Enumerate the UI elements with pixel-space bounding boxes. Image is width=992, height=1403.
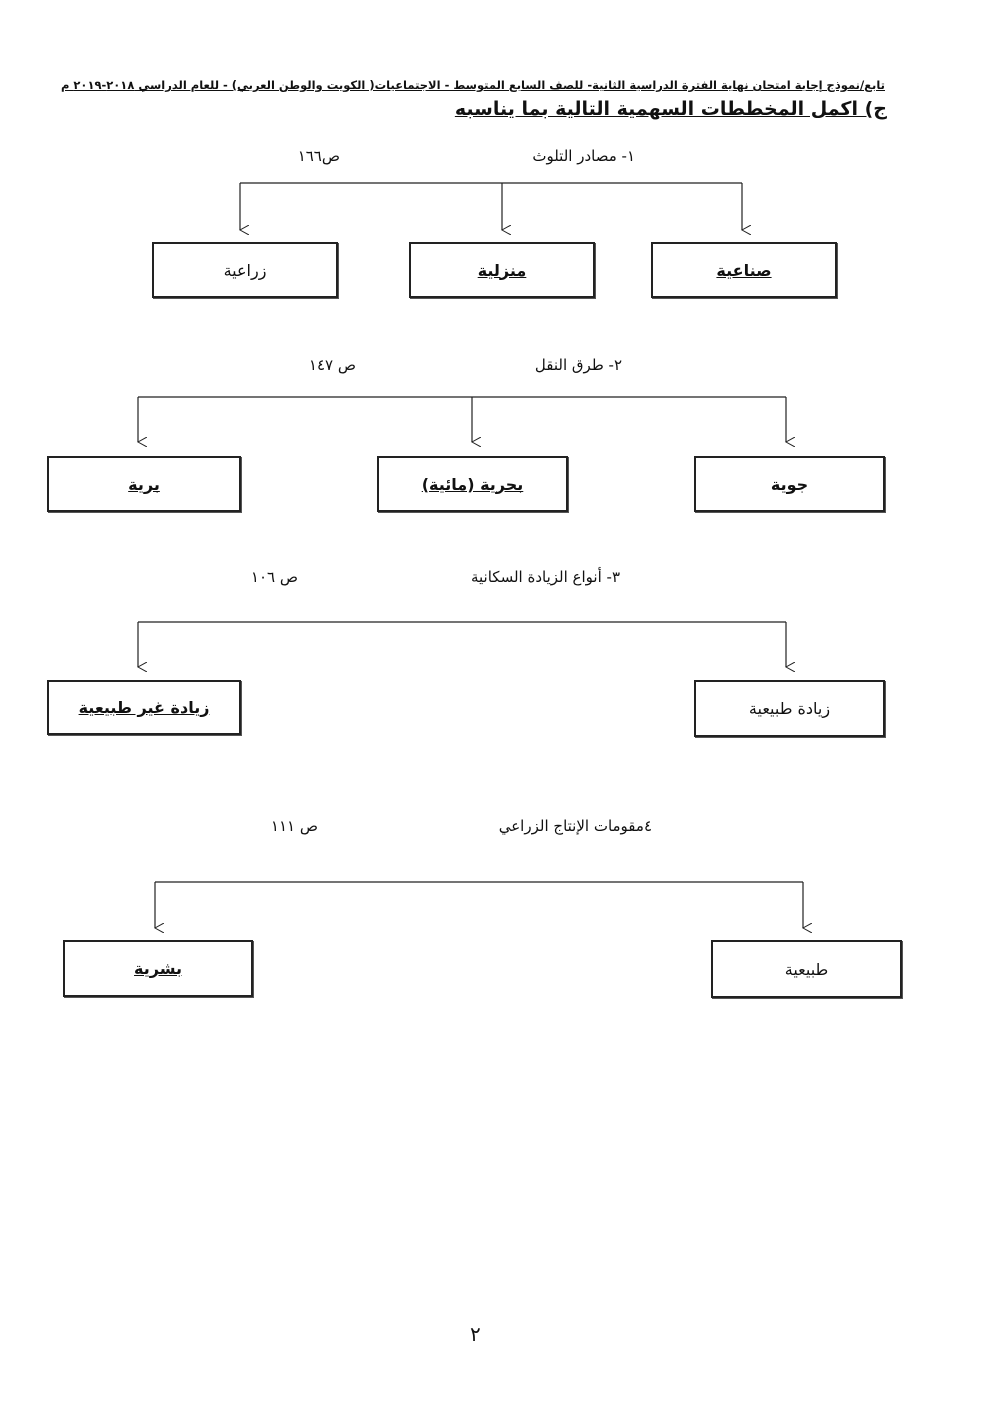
answer-text: جوية: [770, 474, 809, 494]
answer-box: منزلية: [409, 242, 595, 298]
page-reference: ص ١٠٦: [250, 568, 298, 586]
answer-text: زيادة غير طبيعية: [78, 698, 210, 717]
diagram-title: ١- مصادر التلوث: [532, 147, 635, 165]
answer-text: بحرية (مائية): [421, 474, 524, 494]
answer-text: بشرية: [134, 959, 182, 978]
answer-box: بحرية (مائية): [377, 456, 568, 512]
answer-box: زيادة غير طبيعية: [47, 680, 241, 735]
page-reference: ص ١١١: [270, 817, 318, 835]
answer-text: طبيعية: [784, 959, 829, 979]
diagram-title: ٢- طرق النقل: [534, 356, 622, 374]
answer-box: زراعية: [152, 242, 338, 298]
answer-box: طبيعية: [711, 940, 902, 998]
answer-text: زيادة طبيعية: [748, 699, 831, 718]
answer-box: بشرية: [63, 940, 253, 997]
answer-box: صناعية: [651, 242, 837, 298]
diagram-title: ٣- أنواع الزيادة السكانية: [470, 568, 620, 586]
page-number: ٢: [470, 1322, 481, 1346]
question-heading: ج) اكمل المخططات السهمية التالية بما ينا…: [454, 98, 887, 120]
answer-box: زيادة طبيعية: [694, 680, 885, 737]
answer-text: صناعية: [716, 260, 772, 280]
answer-text: زراعية: [223, 260, 267, 280]
answer-text: منزلية: [477, 260, 527, 280]
answer-text: برية: [128, 474, 160, 494]
answer-box: جوية: [694, 456, 885, 512]
page-header: تابع/نموذج إجابة امتحان نهاية الفترة الد…: [60, 78, 885, 92]
answer-box: برية: [47, 456, 241, 512]
page-reference: ص ١٤٧: [308, 356, 356, 374]
page-reference: ص١٦٦: [297, 147, 340, 165]
diagram-title: ٤مقومات الإنتاج الزراعي: [498, 817, 652, 835]
